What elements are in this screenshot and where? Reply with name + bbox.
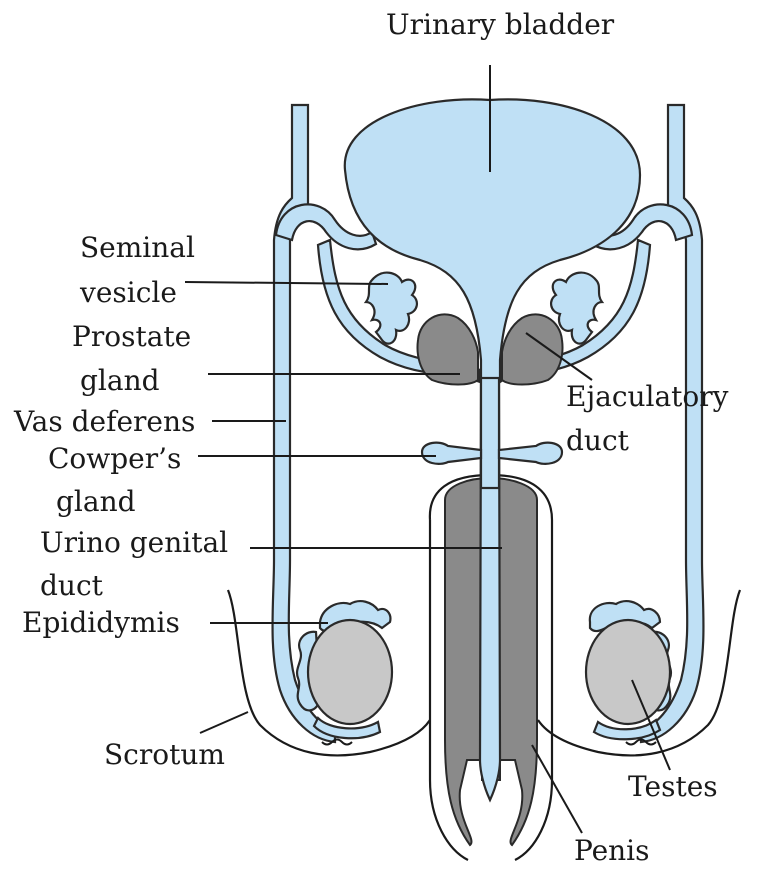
cowpers-gland-right [497,441,564,465]
leader-penis [531,744,583,834]
label-scrotum: Scrotum [104,738,225,771]
label-penis: Penis [574,834,650,867]
leader-seminal-vesicle [184,281,389,285]
penis-outline [428,473,554,861]
label-urino-genital-line1: Urino genital [40,526,228,559]
membranous-urethra [479,376,501,490]
scrotum-tissue-left [321,738,353,746]
label-ejaculatory-line1: Ejaculatory [566,380,729,413]
label-prostate-line2: gland [80,364,160,397]
label-urinary-bladder: Urinary bladder [386,8,615,41]
testis-left [306,618,394,726]
urinary-bladder [343,98,642,382]
prostate-gland-right [501,313,564,386]
label-urino-genital-line2: duct [40,569,104,602]
label-testes: Testes [628,770,718,803]
scrotum-tissue-right [625,738,657,746]
seminal-vesicle-right [550,271,605,345]
label-seminal-vesicle-line2: vesicle [79,276,177,309]
label-seminal-vesicle-line1: Seminal [80,231,195,264]
scrotum-right-outline [537,589,742,757]
vas-deferens-right [639,103,705,744]
testis-right [584,618,672,726]
cowpers-gland-left [420,441,483,465]
label-vas-deferens: Vas deferens [13,405,195,438]
leader-testes [631,679,671,771]
epididymis-left-bottom [312,716,382,740]
label-cowpers-line1: Cowper’s [48,442,181,475]
prostate-gland-left [416,313,479,386]
leader-ejaculatory [525,332,593,381]
label-epididymis: Epididymis [22,606,180,639]
scrotum-left-outline [226,589,431,757]
epididymis-right-bottom [592,718,662,741]
label-prostate-line1: Prostate [72,320,191,353]
label-ejaculatory-line2: duct [566,424,630,457]
leader-scrotum [199,711,249,734]
label-cowpers-line2: gland [56,485,136,518]
seminal-vesicle-left [363,271,418,345]
